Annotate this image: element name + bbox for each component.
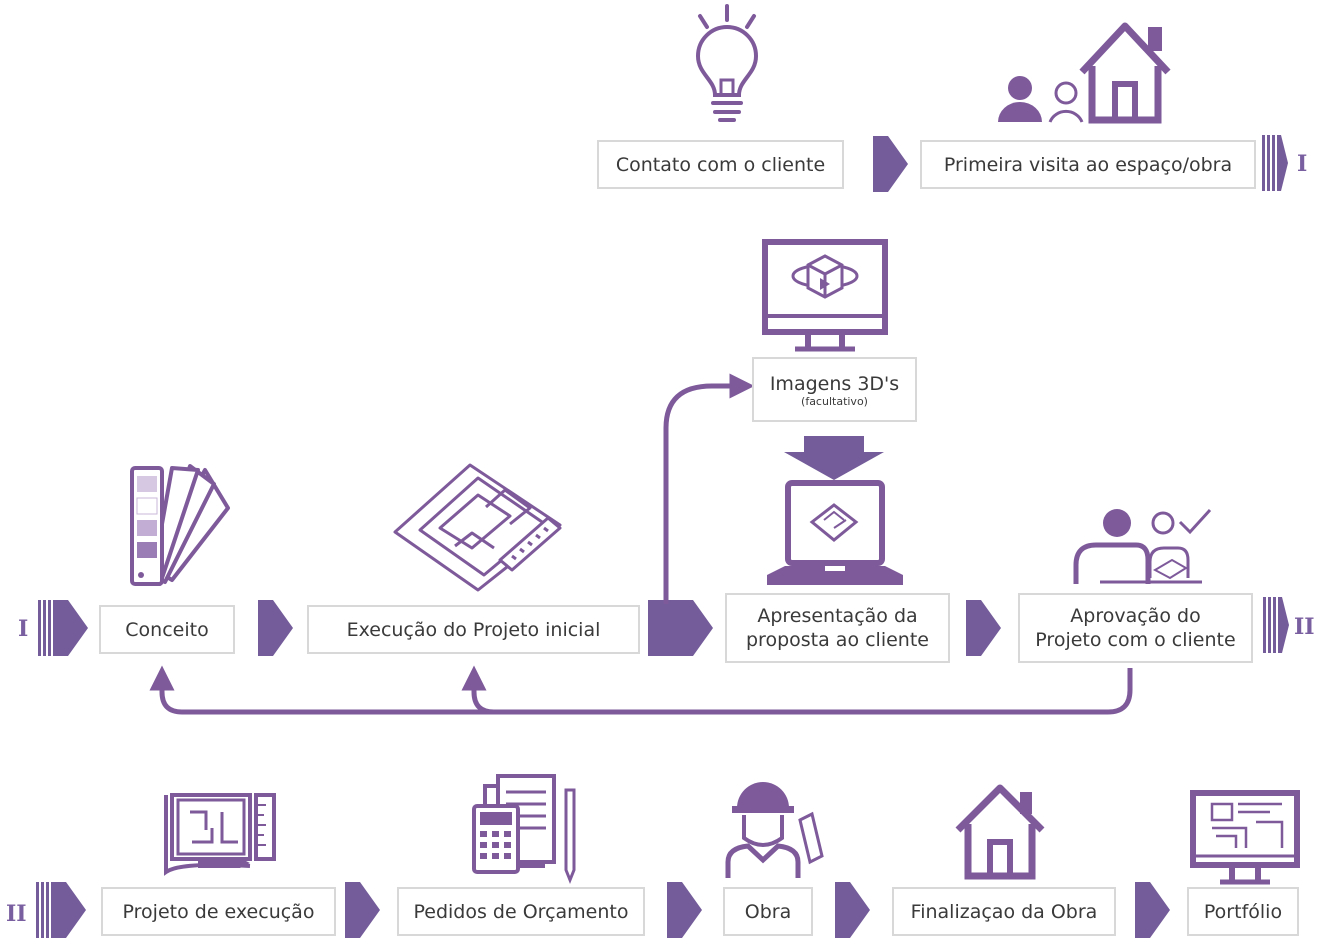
chevron-arrow	[648, 600, 713, 656]
chevron-arrow	[966, 600, 1001, 656]
step-label: Conceito	[125, 618, 209, 641]
step-label: Primeira visita ao espaço/obra	[943, 153, 1233, 176]
blueprint-icon	[393, 463, 562, 592]
step-finalizacao-obra: Finalizaçao da Obra	[892, 887, 1116, 936]
portfolio-monitor-icon	[1190, 790, 1300, 885]
chevron-arrow	[1135, 882, 1170, 938]
step-label: Pedidos de Orçamento	[413, 900, 629, 923]
house-visit-icon	[998, 22, 1171, 124]
engineer-icon	[725, 782, 824, 878]
stage-marker-I: I	[1297, 151, 1308, 177]
stripe-marker-start-II	[36, 882, 86, 938]
stage-marker-I: I	[18, 616, 29, 642]
color-swatch-icon	[130, 464, 230, 586]
step-label-line-1: Apresentação da	[757, 605, 918, 627]
step-imagens-3d: Imagens 3D's (facultativo)	[752, 357, 917, 422]
laptop-plan-icon	[767, 480, 903, 585]
approval-icon	[1073, 508, 1212, 584]
stage-marker-II: II	[6, 901, 27, 927]
down-arrow	[784, 436, 884, 480]
step-label: Obra	[744, 900, 792, 923]
chevron-arrow	[258, 600, 293, 656]
monitor-3d-icon	[762, 239, 888, 352]
step-pedidos-orcamento: Pedidos de Orçamento	[397, 887, 645, 936]
step-note: (facultativo)	[801, 394, 868, 408]
stripe-marker-start-I	[38, 600, 88, 656]
step-obra: Obra	[723, 887, 813, 936]
calculator-document-icon	[472, 774, 576, 885]
step-conceito: Conceito	[99, 605, 235, 654]
step-label-line-2: Projeto com o cliente	[1035, 629, 1236, 651]
feedback-connector	[149, 665, 1133, 715]
stripe-marker-end-I	[1262, 135, 1288, 191]
feedback-connector-branch	[461, 665, 495, 715]
step-label: Execução do Projeto inicial	[346, 618, 601, 641]
step-execucao-projeto-inicial: Execução do Projeto inicial	[307, 605, 640, 654]
chevron-arrow	[835, 882, 870, 938]
step-label: Portfólio	[1203, 900, 1283, 923]
step-label-line-1: Aprovação do	[1070, 605, 1201, 627]
chevron-arrow	[873, 136, 908, 192]
stripe-marker-end-II	[1263, 597, 1289, 653]
step-label: Contato com o cliente	[615, 153, 826, 176]
step-projeto-execucao: Projeto de execução	[101, 887, 336, 936]
step-aprovacao-projeto: Aprovação do Projeto com o cliente	[1018, 593, 1253, 663]
chevron-arrow	[345, 882, 380, 938]
step-label: Imagens 3D's	[769, 372, 900, 395]
lightbulb-icon	[695, 4, 759, 122]
step-contato-cliente: Contato com o cliente	[597, 140, 844, 189]
house-icon	[955, 784, 1045, 880]
plan-ruler-icon	[164, 793, 276, 876]
stage-marker-II: II	[1294, 614, 1315, 640]
chevron-arrow	[667, 882, 702, 938]
step-apresentacao-proposta: Apresentação da proposta ao cliente	[725, 593, 950, 663]
step-label: Finalizaçao da Obra	[910, 900, 1098, 923]
step-label: Projeto de execução	[122, 900, 315, 923]
step-portfolio: Portfólio	[1187, 887, 1299, 936]
step-primeira-visita: Primeira visita ao espaço/obra	[920, 140, 1256, 189]
connector-to-imagens-3d	[663, 373, 755, 604]
step-label-line-2: proposta ao cliente	[746, 629, 929, 651]
